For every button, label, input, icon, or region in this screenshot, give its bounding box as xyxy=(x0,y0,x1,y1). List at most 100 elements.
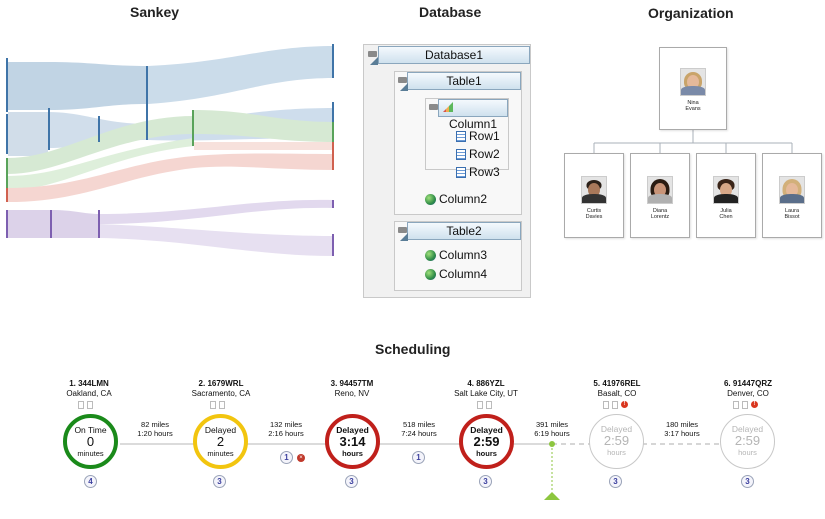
leg-2-badge[interactable]: 1 xyxy=(280,451,293,464)
stop-4-value: 2:59 xyxy=(473,434,500,449)
note-icon[interactable] xyxy=(78,401,84,409)
stop-4-icons xyxy=(477,401,492,409)
database-title: Database xyxy=(419,4,482,20)
document-icon[interactable] xyxy=(742,401,748,409)
stop-3-status: Delayed xyxy=(336,425,369,435)
stop-5-icons: ! xyxy=(603,401,628,409)
column4-label: Column4 xyxy=(439,267,488,281)
column2-item[interactable]: Column2 xyxy=(425,192,487,206)
avatar xyxy=(680,68,706,96)
sankey-node-3 xyxy=(48,108,50,150)
table1-corner-icon xyxy=(400,83,408,91)
sankey-node-7 xyxy=(332,102,334,138)
globe-icon xyxy=(425,193,436,205)
database1-corner-icon xyxy=(370,57,378,65)
leg-5-miles: 180 miles xyxy=(665,420,699,429)
leg-3-info: 518 miles 7:24 hours xyxy=(389,420,449,438)
stop-6-badge[interactable]: 3 xyxy=(741,475,754,488)
stop-5-status: Delayed xyxy=(600,424,633,434)
stop-3-status-ring[interactable]: Delayed 3:14 hours xyxy=(325,414,380,469)
column2-label: Column2 xyxy=(439,192,488,206)
document-icon[interactable] xyxy=(87,401,93,409)
stop-3-unit: hours xyxy=(342,449,363,458)
leg-4-miles: 391 miles xyxy=(535,420,569,429)
close-icon[interactable]: × xyxy=(297,454,305,462)
progress-marker-triangle[interactable] xyxy=(544,492,560,500)
leg-2-info: 132 miles 2:16 hours xyxy=(256,420,316,438)
alert-icon[interactable]: ! xyxy=(751,401,758,408)
sankey-node-8 xyxy=(6,158,8,190)
org-card-report-1[interactable]: Curtis Davies xyxy=(564,153,624,238)
org-card-report-3[interactable]: Julia Chen xyxy=(696,153,756,238)
column4-item[interactable]: Column4 xyxy=(425,267,487,281)
note-icon[interactable] xyxy=(733,401,739,409)
table1-header[interactable]: Table1 xyxy=(407,72,521,90)
row3-label: Row3 xyxy=(469,165,500,179)
leg-4-time: 6:19 hours xyxy=(534,429,570,438)
sankey-node-16 xyxy=(332,200,334,208)
stop-4-status-ring[interactable]: Delayed 2:59 hours xyxy=(459,414,514,469)
stop-2-badge[interactable]: 3 xyxy=(213,475,226,488)
row2-item[interactable]: Row2 xyxy=(456,147,500,161)
sankey-flow-purple-2 xyxy=(100,199,334,224)
stop-6-unit: hours xyxy=(738,448,757,457)
note-icon[interactable] xyxy=(477,401,483,409)
row3-item[interactable]: Row3 xyxy=(456,165,500,179)
document-icon[interactable] xyxy=(219,401,225,409)
stop-1-status-ring[interactable]: On Time 0 minutes xyxy=(63,414,118,469)
leg-1-miles: 82 miles xyxy=(141,420,169,429)
table2-box: Table2 Column3 Column4 xyxy=(394,221,522,291)
org-name-first: Curtis xyxy=(586,208,602,214)
sankey-flow-purple-3 xyxy=(100,224,334,256)
table2-collapse-icon[interactable] xyxy=(398,227,407,233)
document-icon[interactable] xyxy=(612,401,618,409)
sankey-node-10 xyxy=(332,122,334,142)
alert-icon[interactable]: ! xyxy=(621,401,628,408)
stop-2-city: Sacramento, CA xyxy=(191,389,251,398)
table1-collapse-icon[interactable] xyxy=(398,77,407,83)
table2-header[interactable]: Table2 xyxy=(407,222,521,240)
stop-1-badge[interactable]: 4 xyxy=(84,475,97,488)
stop-5-status-ring[interactable]: Delayed 2:59 hours xyxy=(589,414,644,469)
stop-3-city: Reno, NV xyxy=(334,389,370,398)
stop-6-status-ring[interactable]: Delayed 2:59 hours xyxy=(720,414,775,469)
note-icon[interactable] xyxy=(603,401,609,409)
stop-3-badge[interactable]: 3 xyxy=(345,475,358,488)
stop-4-unit: hours xyxy=(476,449,497,458)
sankey-flow-blue-2 xyxy=(148,46,334,104)
database1-collapse-icon[interactable] xyxy=(368,51,377,57)
sankey-node-11 xyxy=(6,188,8,202)
sankey-node-15 xyxy=(98,210,100,238)
stop-2-status-ring[interactable]: Delayed 2 minutes xyxy=(193,414,248,469)
document-icon[interactable] xyxy=(486,401,492,409)
sankey-node-4 xyxy=(98,116,100,142)
stop-3-title: 3. 94457TM Reno, NV xyxy=(307,379,397,399)
stop-5-badge[interactable]: 3 xyxy=(609,475,622,488)
sankey-diagram xyxy=(6,44,334,256)
column1-collapse-icon[interactable] xyxy=(429,104,438,110)
row1-item[interactable]: Row1 xyxy=(456,129,500,143)
table1-box: Table1 Column1 Row1 Row2 Row3 xyxy=(394,71,522,215)
note-icon[interactable] xyxy=(210,401,216,409)
org-name-first: Nina xyxy=(687,100,699,106)
org-card-report-4[interactable]: Laura Bissot xyxy=(762,153,822,238)
leg-3-badge[interactable]: 1 xyxy=(412,451,425,464)
stop-2-icons xyxy=(210,401,225,409)
avatar xyxy=(779,176,805,204)
sankey-flow-red-1 xyxy=(8,153,334,202)
stop-5-value: 2:59 xyxy=(603,433,630,448)
stop-4-badge[interactable]: 3 xyxy=(479,475,492,488)
leg-1-info: 82 miles 1:20 hours xyxy=(125,420,185,438)
column3-item[interactable]: Column3 xyxy=(425,248,487,262)
org-card-report-2[interactable]: Diana Lorentz xyxy=(630,153,690,238)
database1-header[interactable]: Database1 xyxy=(378,46,530,64)
stop-2-title: 2. 1679WRL Sacramento, CA xyxy=(176,379,266,399)
leg-3-time: 7:24 hours xyxy=(401,429,437,438)
stop-1-status: On Time xyxy=(74,425,107,435)
stop-4-title: 4. 886YZL Salt Lake City, UT xyxy=(441,379,531,399)
sankey-node-6 xyxy=(332,44,334,78)
org-card-top[interactable]: Nina Evans xyxy=(659,47,727,130)
row-icon xyxy=(456,166,466,178)
org-connectors xyxy=(593,130,793,153)
column1-header[interactable]: Column1 xyxy=(438,99,508,131)
